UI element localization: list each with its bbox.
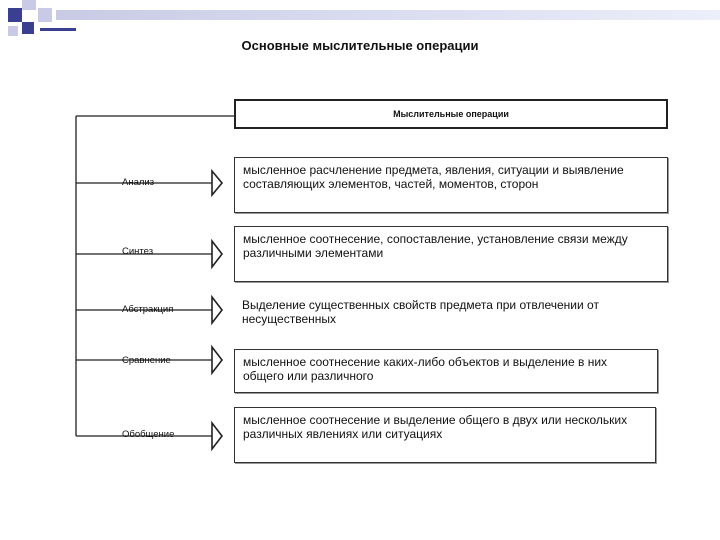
operation-label-abstraction: Абстракция	[122, 304, 174, 315]
slide-title: Основные мыслительные операции	[241, 38, 479, 53]
deco-square	[38, 8, 52, 22]
definition-box-comparison: мысленное соотнесение каких-либо объекто…	[234, 349, 658, 393]
definition-box-abstraction: Выделение существенных свойств предмета …	[234, 293, 668, 340]
chevron-icon	[211, 294, 224, 326]
chevron-icon	[211, 344, 224, 376]
deco-square	[22, 0, 36, 10]
deco-square	[8, 8, 22, 22]
operations-header-box: Мыслительные операции	[234, 99, 668, 129]
operation-label-analysis: Анализ	[122, 177, 155, 188]
deco-line	[40, 28, 76, 31]
chevron-icon	[211, 168, 224, 198]
operation-label-synthesis: Синтез	[122, 246, 154, 257]
definition-box-synthesis: мысленное соотнесение, сопоставление, ус…	[234, 226, 668, 282]
operation-label-generalization: Обобщение	[122, 429, 175, 440]
operation-label-comparison: Сравнение	[122, 355, 171, 366]
deco-bar	[56, 10, 720, 20]
chevron-icon	[211, 238, 224, 270]
deco-square	[22, 22, 34, 34]
chevron-icon	[211, 420, 224, 452]
definition-box-analysis: мысленное расчленение предмета, явления,…	[234, 157, 668, 213]
deco-square	[8, 26, 18, 36]
definition-box-generalization: мысленное соотнесение и выделение общего…	[234, 407, 656, 463]
slide-decoration	[0, 0, 720, 40]
